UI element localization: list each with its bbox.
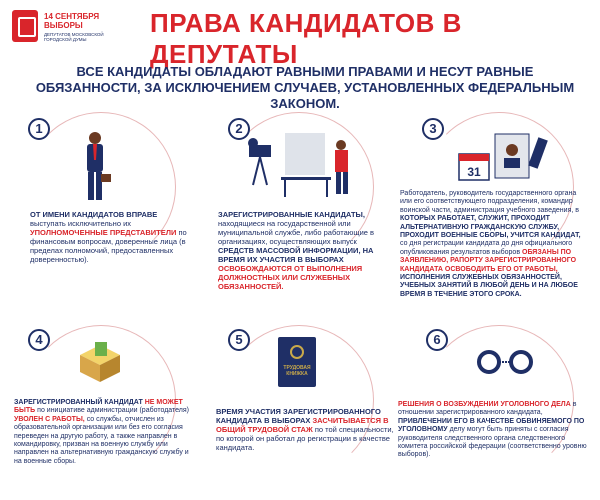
card-2-arc — [224, 112, 374, 262]
card-1-number: 1 — [28, 118, 50, 140]
handcuffs-icon — [477, 350, 533, 374]
card-4: 4 ЗАРЕГИСТРИРОВАННЫЙ КАНДИДАТ НЕ МОЖЕТ Б… — [0, 325, 200, 500]
card-3-text: Работодатель, руководитель государственн… — [400, 190, 581, 298]
work-book-emblem-icon — [290, 345, 304, 359]
card-5-text: ВРЕМЯ УЧАСТИЯ ЗАРЕГИСТРИРОВАННОГО КАНДИД… — [216, 407, 394, 452]
logo-date: 14 СЕНТЯБРЯ ВЫБОРЫ — [44, 12, 100, 30]
card-4-number: 4 — [28, 329, 50, 351]
card-3: 3 31 Работодатель, руководитель государс… — [400, 110, 600, 330]
card-3-number: 3 — [422, 118, 444, 140]
tv-camera-icon — [248, 133, 348, 197]
card-4-text: ЗАРЕГИСТРИРОВАННЫЙ КАНДИДАТ НЕ МОЖЕТ БЫТ… — [14, 399, 190, 465]
work-book-icon: ТРУДОВАЯ КНИЖКА — [278, 337, 316, 387]
card-1-arc — [26, 112, 176, 262]
calendar-document-icon: 31 — [458, 133, 548, 181]
lead-statement: ВСЕ КАНДИДАТЫ ОБЛАДАЮТ РАВНЫМИ ПРАВАМИ И… — [35, 64, 575, 111]
logo-subtitle: ДЕПУТАТОВ МОСКОВСКОЙ ГОРОДСКОЙ ДУМЫ — [44, 32, 104, 42]
card-2-text: ЗАРЕГИСТРИРОВАННЫЕ КАНДИДАТЫ, находящиес… — [218, 210, 375, 291]
card-6-arc — [424, 325, 574, 475]
card-3-arc — [424, 112, 574, 262]
elections-logo: 14 СЕНТЯБРЯ ВЫБОРЫ ДЕПУТАТОВ МОСКОВСКОЙ … — [12, 10, 122, 50]
card-1: 1 ОТ ИМЕНИ КАНДИДАТОВ ВПРАВЕ выступать и… — [0, 110, 200, 300]
card-6-number: 6 — [426, 329, 448, 351]
card-5-number: 5 — [228, 329, 250, 351]
card-5: 5 ТРУДОВАЯ КНИЖКА ВРЕМЯ УЧАСТИЯ ЗАРЕГИСТ… — [200, 325, 400, 500]
box-icon — [80, 342, 120, 382]
card-2-number: 2 — [228, 118, 250, 140]
businessman-icon — [87, 132, 111, 200]
page-title: ПРАВА КАНДИДАТОВ В ДЕПУТАТЫ — [150, 8, 462, 69]
card-6: 6 РЕШЕНИЯ О ВОЗБУЖДЕНИИ УГОЛОВНОГО ДЕЛА … — [398, 325, 600, 500]
elections-emblem-icon — [12, 10, 38, 42]
work-book-label: ТРУДОВАЯ КНИЖКА — [283, 365, 311, 377]
card-4-arc — [26, 325, 176, 475]
header: 14 СЕНТЯБРЯ ВЫБОРЫ ДЕПУТАТОВ МОСКОВСКОЙ … — [0, 0, 600, 69]
card-6-text: РЕШЕНИЯ О ВОЗБУЖДЕНИИ УГОЛОВНОГО ДЕЛА в … — [398, 401, 587, 459]
card-1-text: ОТ ИМЕНИ КАНДИДАТОВ ВПРАВЕ выступать иск… — [30, 210, 187, 264]
calendar-day-label: 31 — [467, 165, 481, 179]
card-5-arc — [224, 325, 374, 475]
card-2: 2 ЗАРЕГИСТРИРОВАННЫЕ КАНДИДАТЫ, находящи… — [200, 110, 400, 300]
